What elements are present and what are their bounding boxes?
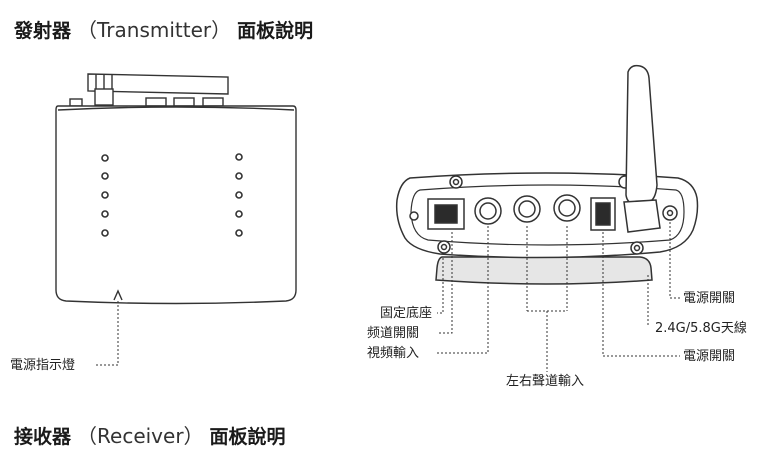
led-column-left (101, 154, 109, 237)
transmitter-heading-suffix: 面板說明 (237, 20, 314, 42)
power-switch-bottom-label: 電源開關 (683, 349, 736, 364)
receiver-heading-suffix: 面板說明 (209, 426, 286, 448)
receiver-heading-en: （Receiver） (77, 424, 204, 448)
channel-switch-icon (427, 198, 465, 230)
led-column-right (235, 153, 243, 237)
power-jack-icon (662, 205, 678, 221)
fixed-base-shape (435, 256, 653, 285)
power-switch-top-label: 電源開關 (683, 291, 736, 306)
receiver-heading: 接收器（Receiver）面板說明 (14, 420, 286, 449)
antenna-label: 2.4G/5.8G天線 (655, 321, 747, 336)
audio-left-jack-icon (513, 195, 541, 223)
power-indicator-label: 電源指示燈 (10, 358, 76, 373)
video-input-label: 視頻輸入 (367, 346, 420, 361)
power-switch-icon (590, 197, 616, 231)
rear-antenna-icon (623, 64, 661, 233)
transmitter-front-view (55, 73, 297, 366)
video-input-jack-icon (474, 197, 502, 225)
fixed-base-label: 固定底座 (380, 306, 433, 321)
transmitter-heading-zh: 發射器 (14, 20, 72, 42)
rear-leader-lines (437, 222, 680, 372)
channel-switch-label: 频道開關 (367, 326, 420, 341)
receiver-heading-zh: 接收器 (14, 426, 72, 448)
transmitter-antenna-icon (87, 73, 229, 95)
power-led-icon (113, 289, 123, 301)
audio-right-jack-icon (553, 194, 581, 222)
transmitter-heading-en: （Transmitter） (77, 18, 232, 42)
lr-audio-input-label: 左右聲道輸入 (506, 374, 585, 389)
transmitter-heading: 發射器（Transmitter）面板說明 (14, 14, 313, 43)
transmitter-rear-view (395, 64, 699, 285)
